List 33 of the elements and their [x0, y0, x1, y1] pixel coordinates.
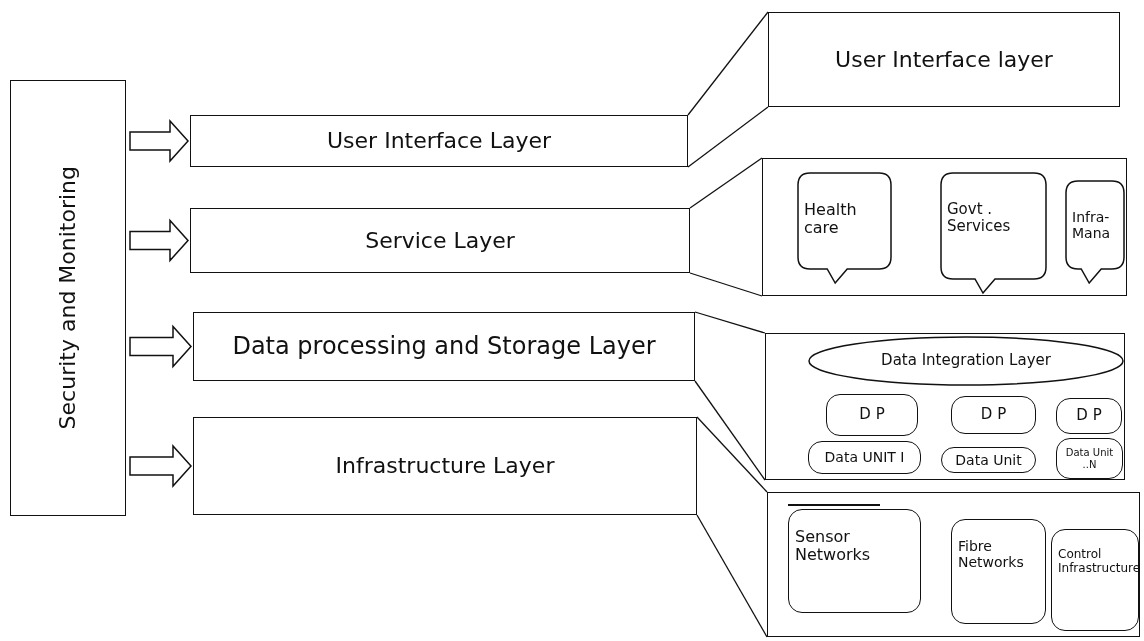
node-label: Infrastructure Layer [335, 453, 555, 479]
block-arrow [129, 324, 192, 369]
panel-box [762, 158, 1127, 296]
node-label: Health care [804, 201, 858, 238]
connector-line [689, 157, 763, 209]
node-label: Sensor Networks [795, 528, 872, 565]
node-label: Data Unit ..N [1064, 447, 1115, 470]
node-label: User Interface Layer [327, 128, 551, 154]
connector-line [696, 416, 768, 493]
panel-box [767, 492, 1140, 637]
node-label: User Interface layer [835, 46, 1053, 73]
node-label: Service Layer [365, 227, 515, 254]
block-arrow [129, 444, 192, 488]
block-arrow [129, 218, 189, 263]
node-label: Security and Monitoring [55, 166, 81, 430]
connector-line [696, 514, 768, 638]
connector-line [694, 311, 766, 334]
node-label: Data Unit [955, 451, 1022, 469]
node-label: Data Integration Layer [881, 352, 1051, 370]
connector-line [687, 11, 769, 116]
connector-line [687, 106, 769, 168]
node-label: D P [1076, 407, 1102, 425]
node-label: D P [859, 406, 885, 424]
connector-line [689, 272, 763, 297]
node-label: Infra- Mana [1072, 209, 1112, 242]
panel-box [765, 333, 1125, 480]
node-label: Data UNIT I [824, 449, 905, 466]
node-label: Data processing and Storage Layer [232, 332, 656, 361]
node-label: Govt . Services [947, 201, 1012, 236]
connector-line [694, 380, 766, 481]
node-label: D P [980, 406, 1007, 424]
node-label: Fibre Networks [958, 538, 1025, 571]
block-arrow [129, 119, 189, 163]
